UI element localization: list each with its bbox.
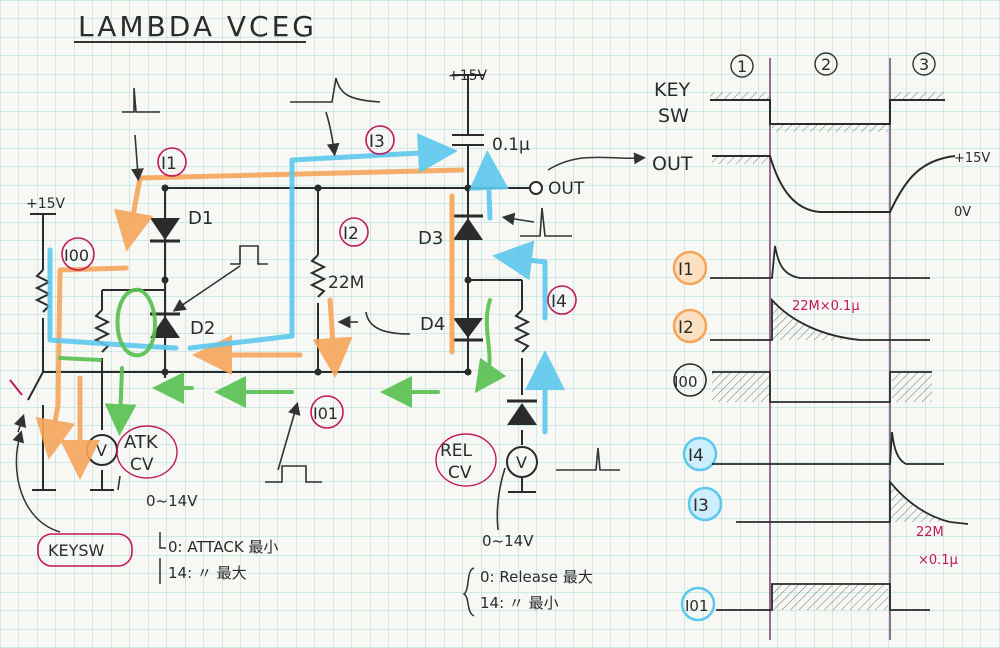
waveform-sketches [13,77,620,531]
label-i2: I2 [343,224,359,244]
rel-range: 0~14V [482,532,534,550]
key-label-2: SW [658,105,689,127]
green-current-paths [58,287,507,436]
top-supply-label: +15V [448,68,488,84]
left-supply-label: +15V [26,196,66,212]
atk-label-1: ATK [124,432,159,453]
atk-note-1: 0: ATTACK 最小 [168,538,278,556]
rel-note-brace [462,567,475,617]
wave-i4-label: I4 [688,446,704,466]
d4-label: D4 [420,314,445,335]
wave-i1-label: I1 [678,260,694,280]
d2-label: D2 [190,318,215,339]
rc-note-i2: 22M×0.1μ [792,299,860,314]
atk-range: 0~14V [146,492,198,510]
rel-circle [435,433,497,487]
wave-i00-label: I00 [674,373,698,391]
cap-label: 0.1μ [492,135,530,155]
keysw-box [37,533,133,567]
schematic-wiring [27,74,536,493]
keysw-label: KEYSW [48,541,105,560]
page-title: LAMBDA VCEG [78,10,317,43]
phase-3: 3 [919,55,929,74]
wave-i01-label: I01 [685,597,709,615]
cyan-current-paths [47,133,565,435]
out-low-label: 0V [954,205,971,220]
timing-diagram: 1 2 3 KEY SW OUT +15V 0V I1 I2 22M×0.1μ … [652,52,990,640]
d1-label: D1 [188,208,213,229]
d3-label: D3 [418,228,443,249]
out-wave-label: OUT [652,153,693,175]
rel-source-symbol: V [516,453,527,472]
atk-note-bracket [159,532,166,584]
rel-note-2: 14: 〃 最小 [480,594,559,612]
atk-note-2: 14: 〃 最大 [168,564,247,582]
label-i00: I00 [64,246,89,265]
phase-1: 1 [737,57,747,76]
atk-source-symbol: V [96,441,107,460]
keysw-marker [9,379,23,396]
out-label: OUT [548,179,585,199]
rel-label-1: REL [440,441,473,461]
out-terminal [529,181,543,195]
out-arrow [547,152,646,171]
label-i3: I3 [369,132,385,152]
current-labels: I1 I3 I2 I4 I00 I01 [61,125,577,429]
diode-d3 [453,214,483,240]
out-high-label: +15V [954,151,990,166]
rel-label-2: CV [448,463,472,483]
wave-i2-label: I2 [678,318,694,338]
rc-note-i3-2: ×0.1μ [918,553,958,568]
label-i4: I4 [551,292,567,312]
diode-d4 [453,318,483,342]
atk-label-2: CV [130,455,154,475]
rc-note-i3-1: 22M [916,525,944,540]
res-label: 22M [328,273,364,293]
diode-rel [507,399,537,425]
phase-2: 2 [821,55,831,74]
keysw-arrow [12,430,61,533]
rel-voltage-source [506,446,538,478]
label-i01: I01 [313,404,338,423]
wave-i3-label: I3 [693,496,709,516]
label-i1: I1 [161,154,177,174]
atk-circle [116,425,178,479]
key-label-1: KEY [654,79,690,101]
junction-dots [161,184,472,376]
diode-d1 [150,218,180,243]
rel-note-1: 0: Release 最大 [480,568,593,586]
